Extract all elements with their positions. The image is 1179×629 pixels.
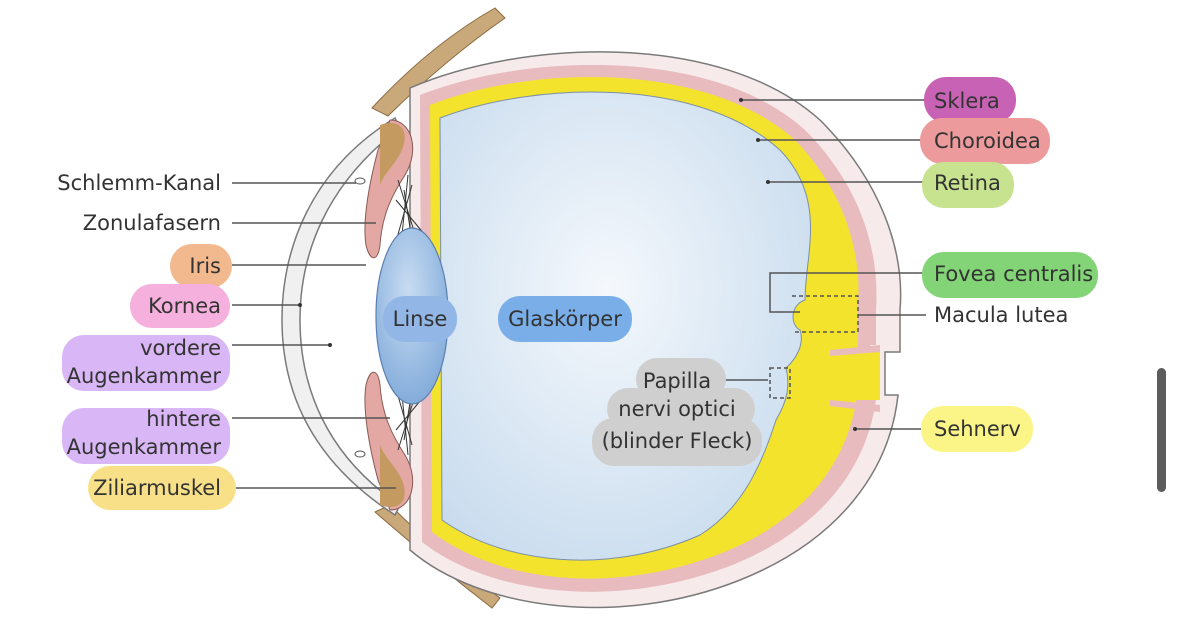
label-sehnerv: Sehnerv bbox=[934, 417, 1021, 441]
optic-nerve bbox=[800, 352, 880, 400]
highlight-linse bbox=[383, 296, 457, 342]
iris-upper bbox=[364, 119, 414, 259]
ciliary-lower bbox=[380, 445, 405, 508]
label-sklera: Sklera bbox=[934, 89, 1000, 113]
leader-dots-right bbox=[739, 98, 857, 431]
label-iris: Iris bbox=[189, 254, 221, 278]
scrollbar-thumb[interactable] bbox=[1157, 368, 1166, 492]
label-papilla-3: (blinder Fleck) bbox=[601, 429, 753, 453]
leader-lines-right bbox=[725, 99, 926, 430]
leader-lines-left bbox=[232, 182, 396, 489]
highlight-glaskoerper bbox=[498, 296, 632, 342]
highlight-ziliar bbox=[88, 466, 236, 510]
label-zonulafasern: Zonulafasern bbox=[82, 211, 221, 235]
highlight-hintere-kammer bbox=[62, 408, 230, 464]
label-retina: Retina bbox=[934, 171, 1001, 195]
label-ziliarmuskel: Ziliarmuskel bbox=[93, 476, 221, 500]
highlight-choroidea bbox=[920, 118, 1050, 164]
schlemm-canal-shape bbox=[354, 177, 366, 185]
label-schlemm-kanal: Schlemm-Kanal bbox=[57, 171, 221, 195]
schlemm-canal-lower-shape bbox=[354, 450, 366, 458]
highlight-sehnerv bbox=[921, 406, 1033, 452]
label-papilla-1: Papilla bbox=[642, 369, 712, 393]
label-linse: Linse bbox=[392, 307, 448, 331]
label-fovea-centralis: Fovea centralis bbox=[934, 262, 1094, 286]
iris-lower bbox=[364, 371, 414, 511]
label-papilla-2: nervi optici bbox=[618, 397, 736, 421]
highlight-fovea bbox=[922, 252, 1098, 298]
highlight-sklera bbox=[924, 77, 1016, 123]
leader-dots-left bbox=[298, 303, 332, 347]
optic-nerve-sheath-bottom bbox=[830, 400, 880, 412]
label-vordere-1: vordere bbox=[140, 336, 221, 360]
highlight-vordere-kammer bbox=[62, 335, 230, 391]
highlight-kornea bbox=[130, 284, 230, 328]
label-kornea: Kornea bbox=[148, 294, 221, 318]
label-hintere-2: Augenkammer bbox=[66, 435, 221, 459]
highlight-iris bbox=[170, 244, 232, 288]
label-glaskoerper: Glaskörper bbox=[508, 307, 622, 331]
ciliary-upper bbox=[380, 122, 405, 185]
label-hintere-1: hintere bbox=[146, 407, 221, 431]
highlight-papilla-3 bbox=[592, 418, 762, 466]
optic-nerve-sheath-top bbox=[830, 345, 880, 356]
label-vordere-2: Augenkammer bbox=[66, 364, 221, 388]
label-choroidea: Choroidea bbox=[934, 129, 1041, 153]
highlight-retina bbox=[922, 162, 1014, 208]
label-macula-lutea: Macula lutea bbox=[934, 303, 1069, 327]
